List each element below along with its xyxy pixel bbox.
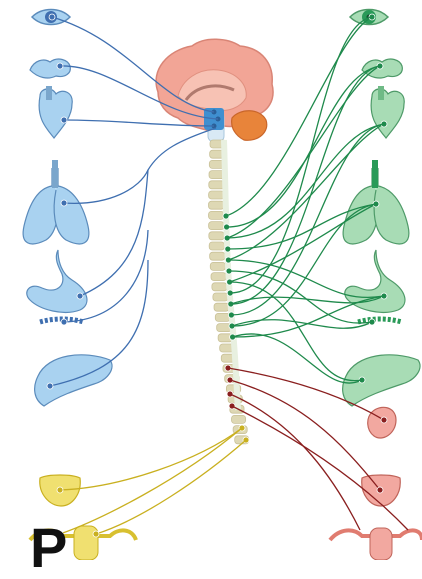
nerve-terminal-dot <box>61 200 67 206</box>
vertebra <box>209 211 225 219</box>
sacral-nerve <box>96 440 246 534</box>
vertebra <box>209 222 224 230</box>
nerve-terminal-dot <box>49 14 55 20</box>
left-lungs-icon <box>23 160 89 244</box>
nerve-terminal-dot <box>381 417 387 423</box>
left-liver-icon <box>35 355 112 406</box>
right-stomach-icon <box>345 250 405 322</box>
nerve-terminal-dot <box>47 383 53 389</box>
vertebra <box>210 262 225 270</box>
nerve-terminal-dot <box>377 487 383 493</box>
caption-fragment: P <box>30 520 67 576</box>
nervous-system-diagram <box>0 0 422 560</box>
vertebra <box>209 191 225 199</box>
vertebra <box>209 232 224 240</box>
nerve-terminal-dot <box>61 319 67 325</box>
nerve-terminal-dot <box>77 293 83 299</box>
right-kidney-icon <box>368 407 396 438</box>
vertebra <box>232 415 246 423</box>
vertebra <box>209 201 225 209</box>
cerebellum <box>232 111 267 141</box>
right-reproductive-organ-icon <box>330 528 422 560</box>
vertebra <box>211 273 226 281</box>
vertebra <box>214 303 229 311</box>
nerve-terminal-dot <box>57 487 63 493</box>
nerve-terminal-dot <box>57 63 63 69</box>
nerve-terminal-dot <box>93 531 99 537</box>
vertebra <box>215 313 230 321</box>
parasympathetic-nerve <box>64 128 216 203</box>
vertebra <box>209 181 225 189</box>
sympathetic-nerve <box>232 320 372 329</box>
nerve-terminal-dot <box>61 117 67 123</box>
brain <box>156 39 273 142</box>
left-heart-icon <box>39 86 72 138</box>
left-salivary-gland-icon <box>30 59 70 78</box>
vertebra <box>210 252 225 260</box>
sacral-nerve <box>60 428 242 490</box>
left-stomach-icon <box>27 250 87 322</box>
sympathetic-nerve <box>233 334 362 383</box>
right-heart-icon <box>371 86 404 138</box>
vertebra <box>212 283 227 291</box>
sympathetic-nerve <box>230 282 362 381</box>
vertebra <box>213 293 228 301</box>
vertebra <box>209 242 224 250</box>
sacral-nerve <box>60 428 242 534</box>
